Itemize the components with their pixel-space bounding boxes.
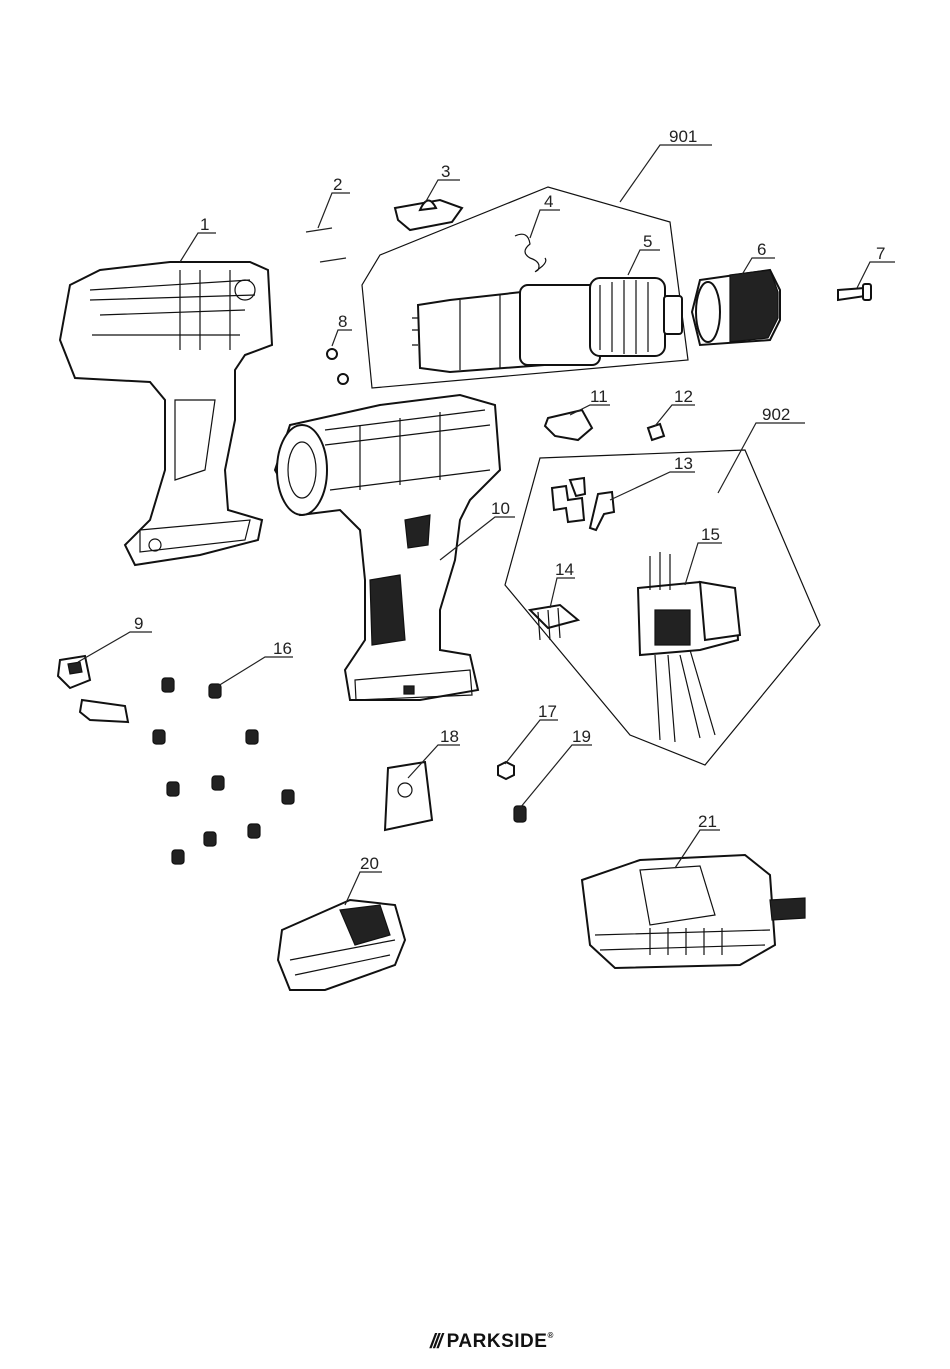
label-21: 21	[698, 812, 717, 831]
label-7: 7	[876, 244, 885, 263]
label-1: 1	[200, 215, 209, 234]
label-17: 17	[538, 702, 557, 721]
registered-mark: ®	[547, 1331, 553, 1340]
part-9-clips	[58, 656, 128, 722]
part-17-nut	[498, 762, 514, 779]
label-3: 3	[441, 162, 450, 181]
part-10-main-housing	[275, 395, 500, 700]
logo-slashes: ///	[430, 1331, 441, 1354]
part-20-battery-pack	[278, 900, 405, 990]
part-1-housing-half	[60, 262, 272, 565]
part-18-belt-clip-plate	[385, 762, 432, 830]
logo-brand-name: PARKSIDE®	[447, 1331, 554, 1353]
brand-name-text: PARKSIDE	[447, 1331, 548, 1352]
label-15: 15	[701, 525, 720, 544]
label-4: 4	[544, 192, 553, 211]
part-16-screws	[153, 678, 294, 864]
label-5: 5	[643, 232, 652, 251]
part-8-balls	[327, 349, 348, 384]
label-901: 901	[669, 127, 697, 146]
label-19: 19	[572, 727, 591, 746]
label-13: 13	[674, 454, 693, 473]
part-19-screw	[514, 806, 526, 822]
part-6-chuck	[692, 270, 780, 345]
label-18: 18	[440, 727, 459, 746]
part-labels: 1 2 3 4 5 6 7 8 9 10 11 12 13 14 15 16 1…	[134, 127, 885, 873]
label-11: 11	[590, 387, 608, 406]
label-20: 20	[360, 854, 379, 873]
part-11-switch-plate	[545, 410, 592, 440]
label-8: 8	[338, 312, 347, 331]
part-14-contact-block	[530, 605, 578, 640]
part-4-spring	[515, 234, 546, 271]
part-2-pins	[306, 228, 346, 262]
label-902: 902	[762, 405, 790, 424]
label-16: 16	[273, 639, 292, 658]
label-10: 10	[491, 499, 510, 518]
part-15-trigger-switch	[638, 552, 740, 742]
label-9: 9	[134, 614, 143, 633]
part-7-screw-bit	[838, 284, 871, 300]
part-12-spring-clip	[648, 424, 664, 440]
parkside-logo: /// PARKSIDE®	[430, 1330, 554, 1354]
part-13-contacts	[552, 478, 614, 530]
label-12: 12	[674, 387, 693, 406]
part-5-motor-gearbox	[412, 278, 682, 372]
part-21-charger	[582, 855, 805, 968]
label-2: 2	[333, 175, 342, 194]
label-14: 14	[555, 560, 574, 579]
label-6: 6	[757, 240, 766, 259]
